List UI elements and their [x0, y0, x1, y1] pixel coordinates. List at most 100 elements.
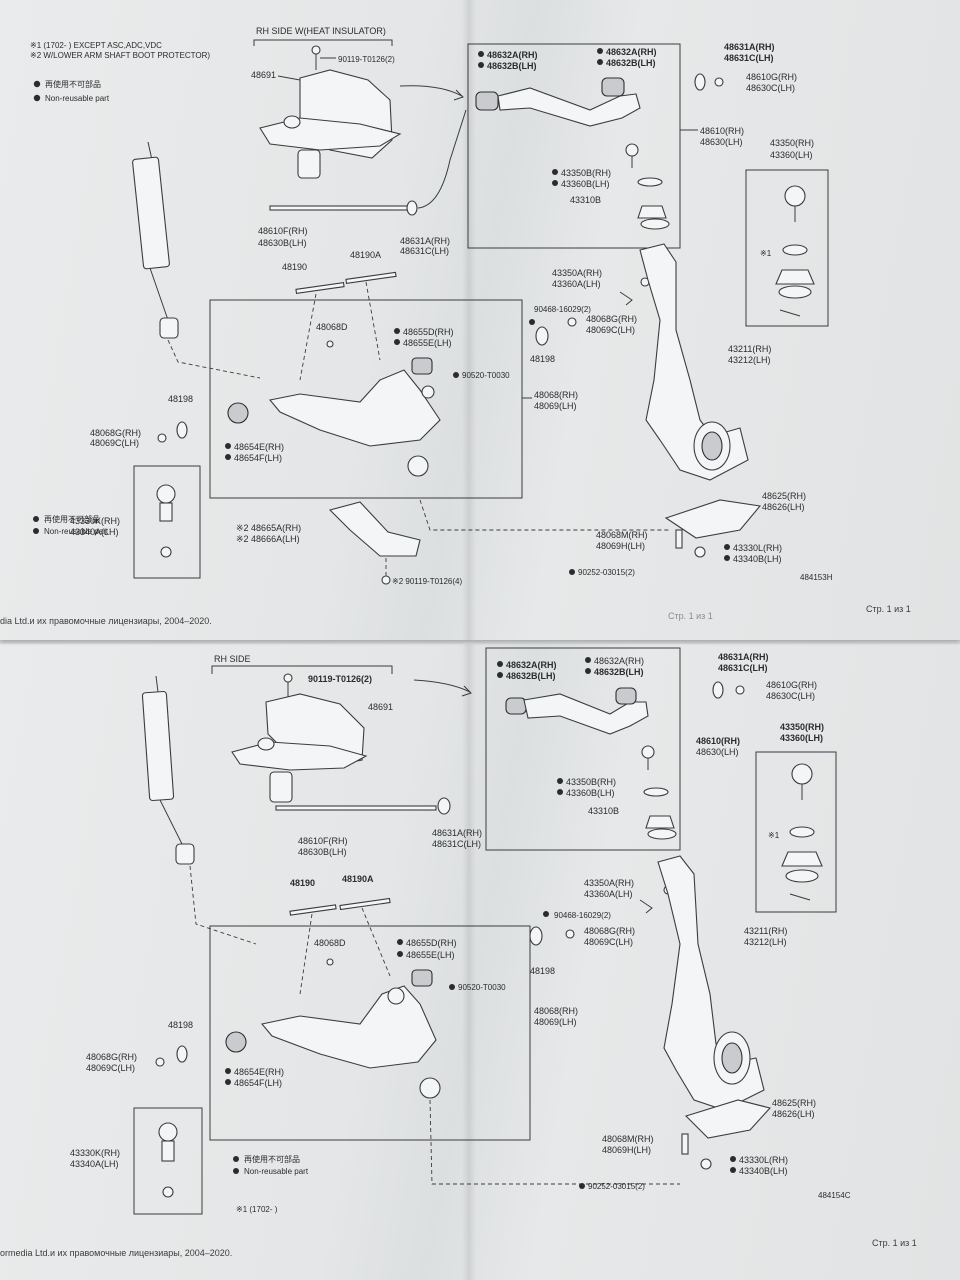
label-48654f: 48654F(LH) — [234, 1078, 282, 1088]
nut-icon — [565, 929, 575, 939]
upper-arm-icon — [497, 87, 641, 127]
lower-arm-icon — [268, 369, 441, 447]
label-48632b-b: 48632B(LH) — [594, 667, 644, 677]
page-indicator: Стр. 1 из 1 — [866, 604, 911, 614]
label-48655e: 48655E(LH) — [406, 950, 455, 960]
note-1: ※1 (1702- ) EXCEPT ASC,ADC,VDC — [30, 41, 162, 50]
label-48610f: 48610F(RH) — [258, 226, 308, 236]
label-48691: 48691 — [251, 70, 276, 80]
note-1: ※1 (1702- ) — [236, 1205, 278, 1214]
arrow-to-upper-arm — [399, 85, 463, 97]
bolt-icon — [681, 1133, 689, 1155]
ball-joint-icon — [641, 745, 655, 759]
snap-ring-icon — [782, 244, 808, 256]
label-48631a: 48631A(RH) — [724, 42, 775, 52]
ball-joint-kit-box — [755, 751, 837, 913]
label-43340a: 43340A(LH) — [70, 527, 119, 537]
label-90119: 90119-T0126(2) — [308, 674, 372, 684]
label-48190a: 48190A — [350, 250, 381, 260]
label-48665a: ※2 48665A(RH) — [236, 523, 301, 533]
rh-side-bracket — [253, 39, 393, 46]
label-48626: 48626(LH) — [772, 1109, 815, 1119]
label-43360b: 43360B(LH) — [566, 788, 615, 798]
label-48068: 48068(RH) — [534, 390, 578, 400]
label-48190a: 48190A — [342, 874, 374, 884]
bushing-icon — [227, 402, 249, 424]
label-48632b-b: 48632B(LH) — [606, 58, 656, 68]
label-43360a: 43360A(LH) — [584, 889, 633, 899]
rh-side-bracket — [211, 665, 393, 674]
label-43350: 43350(RH) — [770, 138, 814, 148]
bump-stop-icon — [269, 771, 293, 803]
cotter-pin-icon — [639, 899, 653, 914]
label-90468: 90468-16029(2) — [534, 305, 591, 314]
label-48069h: 48069H(LH) — [602, 1145, 651, 1155]
nut-icon — [157, 433, 167, 443]
label-43360a: 43360A(LH) — [552, 279, 601, 289]
boot-icon — [781, 851, 823, 867]
note-2: ※2 W/LOWER ARM SHAFT BOOT PROTECTOR) — [30, 51, 210, 60]
shock-absorber-icon — [132, 141, 179, 339]
ball-joint-icon — [625, 143, 639, 157]
leader-dash — [429, 1099, 680, 1185]
rh-side-label: RH SIDE W(HEAT INSULATOR) — [256, 26, 386, 36]
label-48610g: 48610G(RH) — [766, 680, 817, 690]
label-48610g: 48610G(RH) — [746, 72, 797, 82]
label-43310b: 43310B — [570, 195, 601, 205]
lower-ball-joint-box — [133, 465, 201, 579]
lower-arm-group-box — [209, 299, 523, 499]
bushing-icon — [283, 115, 301, 129]
label-48198-left: 48198 — [168, 1020, 193, 1030]
lower-ball-joint-box — [133, 1107, 203, 1215]
bolt-icon — [283, 673, 293, 683]
label-48610f: 48610F(RH) — [298, 836, 348, 846]
boot-icon — [645, 815, 675, 829]
label-48630b: 48630B(LH) — [298, 847, 347, 857]
label-48631c-2: 48631C(LH) — [400, 246, 449, 256]
suspension-exploded-diagram-2: RH SIDE 90119-T0126(2) 48691 48610F(RH) … — [70, 647, 851, 1215]
parts-diagram-sheet-1: ※1 (1702- ) EXCEPT ASC,ADC,VDC ※2 W/LOWE… — [0, 0, 960, 640]
ball-joint-icon — [784, 185, 806, 207]
label-48069c-left: 48069C(LH) — [86, 1063, 135, 1073]
suspension-exploded-diagram-1: ※1 (1702- ) EXCEPT ASC,ADC,VDC ※2 W/LOWE… — [30, 26, 833, 586]
bolt-icon — [289, 904, 337, 916]
bushing-icon — [601, 77, 625, 97]
label-90468: 90468-16029(2) — [554, 911, 611, 920]
label-90520: 90520-T0030 — [462, 371, 510, 380]
label-43211: 43211(RH) — [744, 926, 787, 936]
label-48190: 48190 — [290, 878, 315, 888]
label-48068d: 48068D — [316, 322, 348, 332]
boot-protector-icon — [328, 501, 421, 557]
label-43350b: 43350B(RH) — [561, 168, 611, 178]
label-48630c: 48630C(LH) — [766, 691, 815, 701]
leader-dash — [365, 281, 381, 361]
label-48631c-2: 48631C(LH) — [432, 839, 481, 849]
bump-stop-icon — [297, 149, 321, 179]
leader-dash — [167, 339, 261, 379]
label-43330k: 43330K(RH) — [70, 516, 120, 526]
leader-dash — [361, 907, 391, 977]
label-43360: 43360(LH) — [770, 150, 813, 160]
label-48654f: 48654F(LH) — [234, 453, 282, 463]
boot-icon — [637, 205, 667, 219]
label-48625: 48625(RH) — [762, 491, 806, 501]
label-48654e: 48654E(RH) — [234, 1067, 284, 1077]
label-48655d: 48655D(RH) — [403, 327, 454, 337]
label-43211: 43211(RH) — [728, 344, 771, 354]
ball-joint-icon — [158, 1122, 178, 1142]
label-x1: ※1 — [768, 831, 780, 840]
steering-knuckle-icon — [657, 855, 765, 1111]
label-43360b: 43360B(LH) — [561, 179, 610, 189]
copyright-footer: dia Ltd.и их правомочные лицензиары, 200… — [0, 616, 212, 626]
leader — [417, 109, 467, 209]
label-48069: 48069(LH) — [534, 401, 577, 411]
ball-joint-icon — [419, 1077, 441, 1099]
label-48631c: 48631C(LH) — [724, 53, 774, 63]
label-48691: 48691 — [368, 702, 393, 712]
label-48630c: 48630C(LH) — [746, 83, 795, 93]
nut-icon — [155, 1057, 165, 1067]
figure-id: 484154C — [818, 1191, 851, 1200]
label-48198-right: 48198 — [530, 966, 555, 976]
label-48069c-right: 48069C(LH) — [586, 325, 635, 335]
label-48068g-left: 48068G(RH) — [86, 1052, 137, 1062]
